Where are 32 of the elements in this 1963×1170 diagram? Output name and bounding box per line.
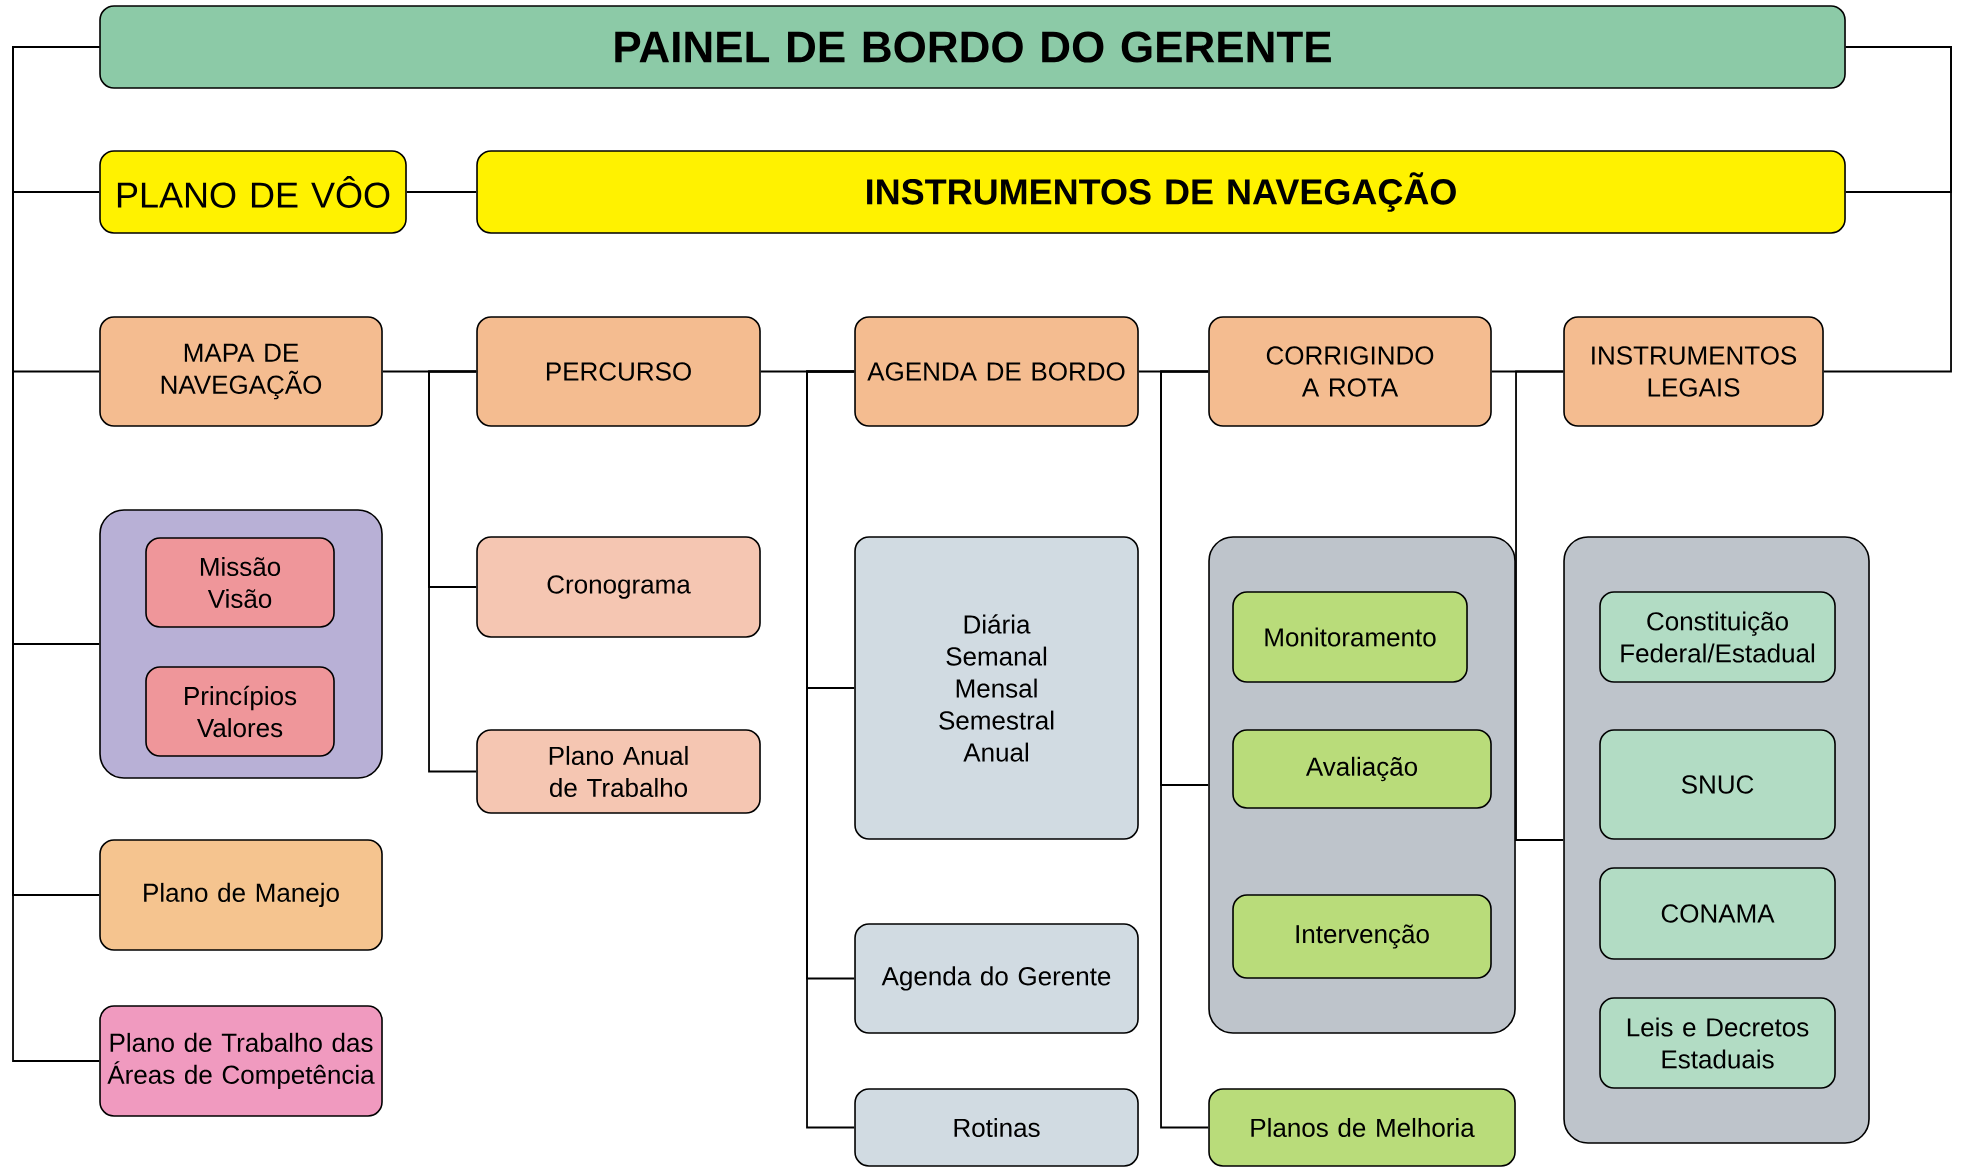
- connector-line: [806, 370, 856, 1129]
- item-box: SNUC: [1599, 729, 1836, 840]
- category-box: PERCURSO: [476, 316, 761, 427]
- item-box: Cronograma: [476, 536, 761, 638]
- connector-line: [1515, 370, 1565, 841]
- category-box: CORRIGINDO A ROTA: [1208, 316, 1492, 427]
- connector-line: [405, 191, 478, 193]
- section-banner: PLANO DE VÔO: [99, 150, 407, 234]
- connector-line: [428, 370, 478, 773]
- connector-line: [12, 46, 101, 1062]
- item-box: Plano de Manejo: [99, 839, 383, 951]
- item-box: Agenda do Gerente: [854, 923, 1139, 1034]
- title-banner: PAINEL DE BORDO DO GERENTE: [99, 5, 1846, 89]
- category-box: AGENDA DE BORDO: [854, 316, 1139, 427]
- item-box: Rotinas: [854, 1088, 1139, 1167]
- section-banner: INSTRUMENTOS DE NAVEGAÇÃO: [476, 150, 1846, 234]
- item-box: Missão Visão: [145, 537, 335, 628]
- category-box: MAPA DE NAVEGAÇÃO: [99, 316, 383, 427]
- connector-line: [1160, 370, 1210, 1129]
- item-box: Monitoramento: [1232, 591, 1468, 683]
- item-box: Planos de Melhoria: [1208, 1088, 1516, 1167]
- category-box: INSTRUMENTOS LEGAIS: [1563, 316, 1824, 427]
- item-box: Plano Anual de Trabalho: [476, 729, 761, 814]
- item-box: CONAMA: [1599, 867, 1836, 960]
- item-box: Constituição Federal/Estadual: [1599, 591, 1836, 683]
- item-box: Leis e Decretos Estaduais: [1599, 997, 1836, 1089]
- item-box: Princípios Valores: [145, 666, 335, 757]
- connector-line: [1822, 46, 1952, 373]
- item-box: Avaliação: [1232, 729, 1492, 809]
- item-box: Intervenção: [1232, 894, 1492, 979]
- item-box: Plano de Trabalho das Áreas de Competência: [99, 1005, 383, 1117]
- item-box: Diária Semanal Mensal Semestral Anual: [854, 536, 1139, 840]
